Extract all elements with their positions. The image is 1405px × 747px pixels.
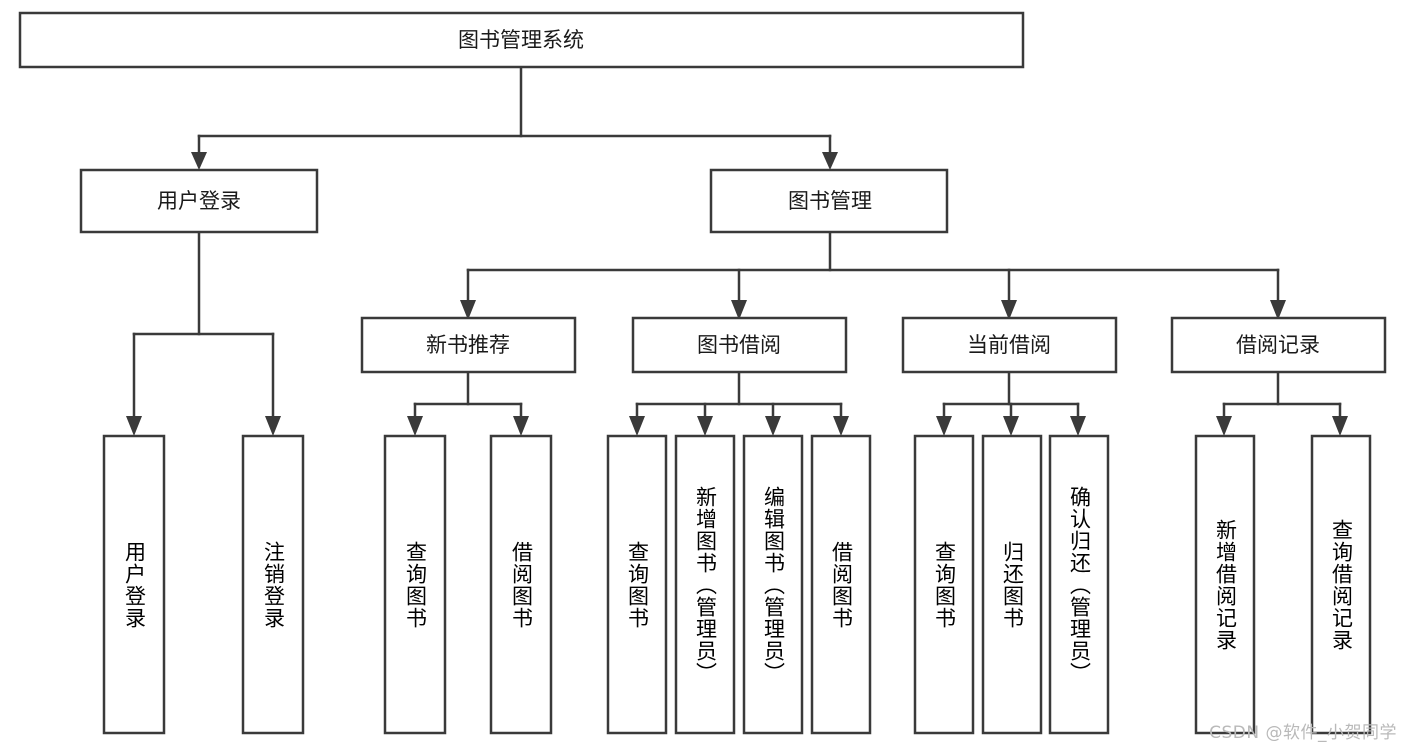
arrow-head-bb-leaf-2 xyxy=(697,416,713,436)
node-current-borrow-box xyxy=(901,316,1118,374)
leaf-book-borrow-edit-fo: 编辑图书（管理员） xyxy=(761,485,786,684)
leaf-book-borrow-borrow-label: 借阅图书 xyxy=(829,540,854,629)
leaf-book-borrow-add-label: 新增图书（管理员） xyxy=(693,485,718,684)
leaf-current-borrow-return[interactable]: 归还图书 xyxy=(981,434,1043,735)
leaf-current-borrow-confirm-box xyxy=(1048,434,1110,735)
leaf-book-borrow-query-label: 查询图书 xyxy=(625,540,650,629)
leaf-user-login-logout[interactable]: 注销登录 xyxy=(241,434,305,735)
node-borrow-record-label: 借阅记录 xyxy=(1236,333,1320,357)
node-book-management-label: 图书管理 xyxy=(788,189,872,213)
leaf-new-book-borrow-fo: 借阅图书 xyxy=(509,540,534,629)
arrow-head-book-borrow xyxy=(731,300,747,320)
leaf-new-book-query[interactable]: 查询图书 xyxy=(383,434,447,735)
leaf-borrow-record-query-label: 查询借阅记录 xyxy=(1329,518,1354,651)
arrow-head-bb-leaf-4 xyxy=(833,416,849,436)
leaf-book-borrow-edit-box xyxy=(742,434,804,735)
leaf-current-borrow-return-fo: 归还图书 xyxy=(1000,540,1025,629)
leaf-book-borrow-edit[interactable]: 编辑图书（管理员） xyxy=(742,434,804,735)
node-user-login-box xyxy=(79,168,319,234)
leaf-current-borrow-query-fo: 查询图书 xyxy=(932,540,957,629)
arrow-head-current-borrow xyxy=(1001,300,1017,320)
leaf-new-book-borrow-label: 借阅图书 xyxy=(509,540,534,629)
node-root-system[interactable]: 图书管理系统 xyxy=(18,11,1025,69)
leaf-book-borrow-add[interactable]: 新增图书（管理员） xyxy=(674,434,736,735)
leaf-borrow-record-query-box xyxy=(1310,434,1372,735)
connectors xyxy=(126,65,1348,436)
arrow-head-leaf-user-login xyxy=(126,416,142,436)
leaf-new-book-query-fo: 查询图书 xyxy=(403,540,428,629)
leaf-borrow-record-add-box xyxy=(1194,434,1256,735)
leaf-user-login-login[interactable]: 用户登录 xyxy=(102,434,166,735)
leaf-book-borrow-borrow[interactable]: 借阅图书 xyxy=(810,434,872,735)
arrow-head-cb-leaf-1 xyxy=(936,416,952,436)
leaf-book-borrow-query-box xyxy=(606,434,668,735)
arrow-head-cb-leaf-3 xyxy=(1070,416,1086,436)
leaf-current-borrow-confirm[interactable]: 确认归还（管理员） xyxy=(1048,434,1110,735)
leaf-current-borrow-confirm-label: 确认归还（管理员） xyxy=(1067,485,1092,684)
leaf-new-book-borrow[interactable]: 借阅图书 xyxy=(489,434,553,735)
arrow-head-br-leaf-2 xyxy=(1332,416,1348,436)
leaf-user-login-login-box xyxy=(102,434,166,735)
leaf-book-borrow-query[interactable]: 查询图书 xyxy=(606,434,668,735)
node-root-label: 图书管理系统 xyxy=(458,28,584,52)
leaf-book-borrow-edit-label: 编辑图书（管理员） xyxy=(761,485,786,684)
leaf-book-borrow-add-box xyxy=(674,434,736,735)
leaf-borrow-record-add[interactable]: 新增借阅记录 xyxy=(1194,434,1256,735)
node-current-borrow[interactable]: 当前借阅 xyxy=(901,316,1118,374)
node-borrow-record[interactable]: 借阅记录 xyxy=(1170,316,1387,374)
leaf-current-borrow-query-label: 查询图书 xyxy=(932,540,957,629)
leaf-current-borrow-return-label: 归还图书 xyxy=(1000,540,1025,629)
leaf-book-borrow-add-fo: 新增图书（管理员） xyxy=(693,485,718,684)
leaf-book-borrow-query-fo: 查询图书 xyxy=(625,540,650,629)
leaf-user-login-login-fo: 用户登录 xyxy=(122,540,147,629)
node-user-login[interactable]: 用户登录 xyxy=(79,168,319,234)
leaf-new-book-borrow-box xyxy=(489,434,553,735)
node-book-management-box xyxy=(709,168,949,234)
leaf-user-login-logout-box xyxy=(241,434,305,735)
arrow-head-book-mgmt xyxy=(822,152,838,170)
leaf-user-login-login-label: 用户登录 xyxy=(122,540,147,629)
arrow-head-bb-leaf-1 xyxy=(629,416,645,436)
node-book-borrow-box xyxy=(631,316,848,374)
leaf-borrow-record-query-fo: 查询借阅记录 xyxy=(1329,518,1354,651)
leaf-new-book-query-label: 查询图书 xyxy=(403,540,428,629)
node-new-book-recommend-label: 新书推荐 xyxy=(426,333,510,357)
leaf-current-borrow-query-box xyxy=(913,434,975,735)
node-user-login-label: 用户登录 xyxy=(157,189,241,213)
node-book-borrow[interactable]: 图书借阅 xyxy=(631,316,848,374)
leaf-user-login-logout-fo: 注销登录 xyxy=(261,540,286,629)
node-borrow-record-box xyxy=(1170,316,1387,374)
node-new-book-recommend[interactable]: 新书推荐 xyxy=(360,316,577,374)
arrow-head-new-book xyxy=(460,300,476,320)
arrow-head-nb-leaf-1 xyxy=(407,416,423,436)
node-book-management[interactable]: 图书管理 xyxy=(709,168,949,234)
node-root-box xyxy=(18,11,1025,69)
leaf-user-login-logout-label: 注销登录 xyxy=(261,540,286,629)
node-current-borrow-label: 当前借阅 xyxy=(967,333,1051,357)
node-book-borrow-label: 图书借阅 xyxy=(697,333,781,357)
leaf-new-book-query-box xyxy=(383,434,447,735)
leaf-book-borrow-borrow-box xyxy=(810,434,872,735)
arrow-head-bb-leaf-3 xyxy=(765,416,781,436)
arrow-head-borrow-record xyxy=(1270,300,1286,320)
arrow-head-br-leaf-1 xyxy=(1216,416,1232,436)
leaf-current-borrow-query[interactable]: 查询图书 xyxy=(913,434,975,735)
arrow-head-user-login xyxy=(191,152,207,170)
leaf-current-borrow-return-box xyxy=(981,434,1043,735)
leaf-current-borrow-confirm-fo: 确认归还（管理员） xyxy=(1067,485,1092,684)
arrow-head-leaf-logout xyxy=(265,416,281,436)
node-new-book-recommend-box xyxy=(360,316,577,374)
leaf-borrow-record-query[interactable]: 查询借阅记录 xyxy=(1310,434,1372,735)
arrow-head-nb-leaf-2 xyxy=(513,416,529,436)
leaf-borrow-record-add-fo: 新增借阅记录 xyxy=(1213,518,1238,651)
leaf-book-borrow-borrow-fo: 借阅图书 xyxy=(829,540,854,629)
arrow-head-cb-leaf-2 xyxy=(1003,416,1019,436)
leaf-borrow-record-add-label: 新增借阅记录 xyxy=(1213,518,1238,651)
